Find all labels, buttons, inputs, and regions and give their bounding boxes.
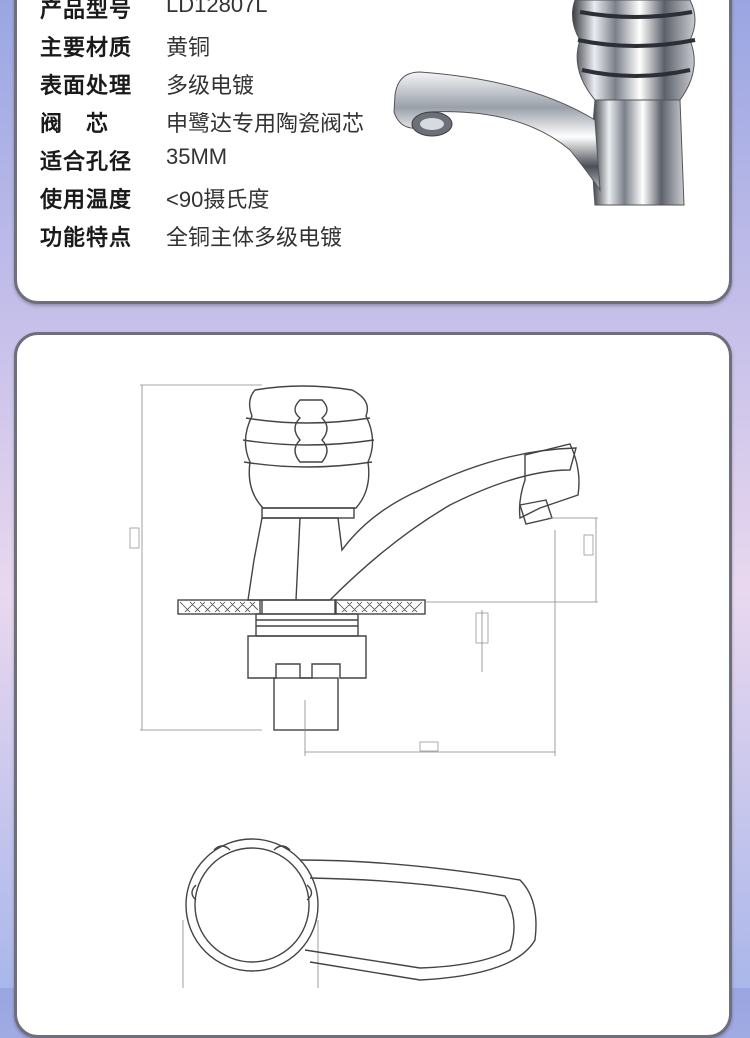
spec-value: 35MM (166, 144, 228, 169)
faucet-product-image (393, 0, 696, 206)
spec-label: 产品型号 (40, 0, 133, 22)
spec-label: 阀 芯 (40, 111, 110, 136)
spec-value: 黄铜 (166, 35, 211, 60)
spec-label: 使用温度 (40, 187, 133, 212)
spec-value: <90摄氏度 (166, 187, 270, 212)
drawing-card (14, 332, 732, 1038)
spec-label: 适合孔径 (40, 149, 133, 174)
spec-label: 功能特点 (40, 225, 133, 250)
spec-label: 表面处理 (40, 73, 133, 98)
spec-value: 全铜主体多级电镀 (166, 225, 343, 250)
spec-value: 申鹭达专用陶瓷阀芯 (166, 111, 365, 136)
spec-label: 主要材质 (40, 35, 133, 60)
technical-drawing (129, 384, 598, 988)
spec-value: 多级电镀 (166, 73, 255, 98)
spec-value: LD12807L (166, 0, 268, 17)
